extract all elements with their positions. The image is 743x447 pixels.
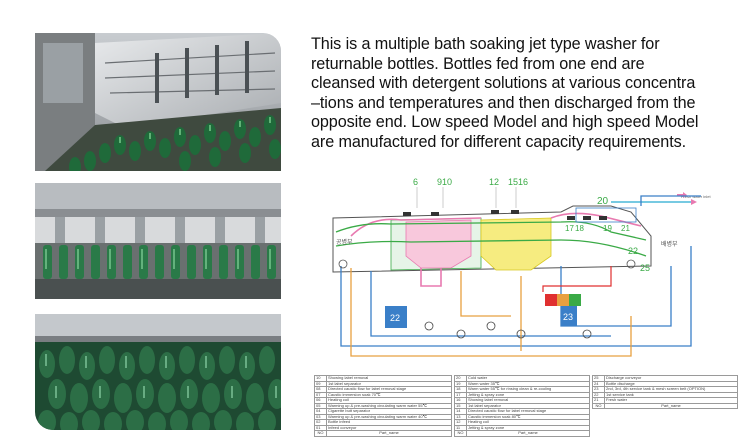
service-tank-1 [385,306,407,328]
part-name: Jetting & spray zone [466,391,590,398]
column-header: Part_name [466,430,590,437]
machine-photo-middle [35,183,281,299]
infeed-side-label: 공병부 [336,238,353,246]
diagram-number: 910 [437,177,452,187]
machine-photo-bottom [35,314,281,430]
part-name: Infeed conveyor [326,424,452,431]
washer-process-diagram: 6 910 12 1516 Fresh water inlet [332,177,711,357]
part-name: 2nd, 3rd, 4th service tank & mesh screen… [604,386,738,393]
part-name: Jetting & spray zone [466,424,590,431]
part-name: Showing label removal [466,397,590,404]
part-name: Directed caustic flow for label removal … [466,408,590,415]
part-name: Cold water [466,375,590,382]
diagram-number: 23 [563,312,573,322]
part-name: 1st service tank [604,391,738,398]
diagram-number: 22 [390,313,400,323]
diagram-number: 18 [575,224,584,233]
part-name: Bottle infeed [326,419,452,426]
diagram-number: 20 [597,196,609,207]
column-header: NO [454,430,467,437]
description-line: This is a multiple bath soaking jet type… [311,35,660,53]
column-header: NO [314,430,327,437]
part-name: 1st label separator [466,402,590,409]
part-name: Warming up & pre-washing circulating war… [326,402,452,409]
part-name: Caustic immersion soak 80℃ [466,413,590,420]
description-line: –tions and temperatures and then dischar… [311,93,696,112]
product-description: This is a multiple bath soaking jet type… [311,35,731,153]
diagram-number: 19 [603,224,612,233]
part-name: Directed caustic flow for label removal … [326,386,452,393]
machine-photo-top [35,33,281,171]
description-line: returnable bottles. Bottles fed from one… [311,54,645,73]
part-name: Heating coil [326,397,452,404]
part-name: Warming up & pre-washing circulating war… [326,413,452,420]
part-name: Warm water 35℃ [466,380,590,387]
part-name: Showing label removal [326,375,452,382]
discharge-side-label: 배병부 [661,240,678,248]
part-name: Heating coil [466,419,590,426]
part-name: Caustic immersion soak 70℃ [326,391,452,398]
description-line: cleansed with detergent solutions at var… [311,74,696,93]
part-name: Warm water 55℃ for rinsing clean & re-co… [466,386,590,393]
column-header: NO [592,402,605,409]
part-name: Bottle discharge [604,380,738,387]
part-name: Discharge conveyor [604,375,738,382]
description-line: opposite end. Low speed Model and high s… [311,113,699,132]
diagram-number: 25 [640,263,650,273]
arrow-icon [691,199,697,205]
machine-photo-middle-image [35,183,281,299]
diagram-number: 21 [621,224,630,233]
part-name: Fresh water [604,397,738,404]
service-tank-2 [561,306,577,326]
machine-photo-top-image [35,33,281,171]
column-header: Part_name [604,402,738,409]
machine-photo-bottom-image [35,314,281,430]
diagram-number: 22 [628,246,638,256]
part-name: Cigarette butt separator [326,408,452,415]
diagram-number: 17 [565,224,574,233]
diagram-number: 6 [413,177,418,187]
diagram-number: 12 [489,177,499,187]
part-name: 1st label separator [326,380,452,387]
diagram-number: 1516 [508,177,528,187]
description-line: are manufactured for different capacity … [311,132,687,151]
column-header: Part_name [326,430,452,437]
